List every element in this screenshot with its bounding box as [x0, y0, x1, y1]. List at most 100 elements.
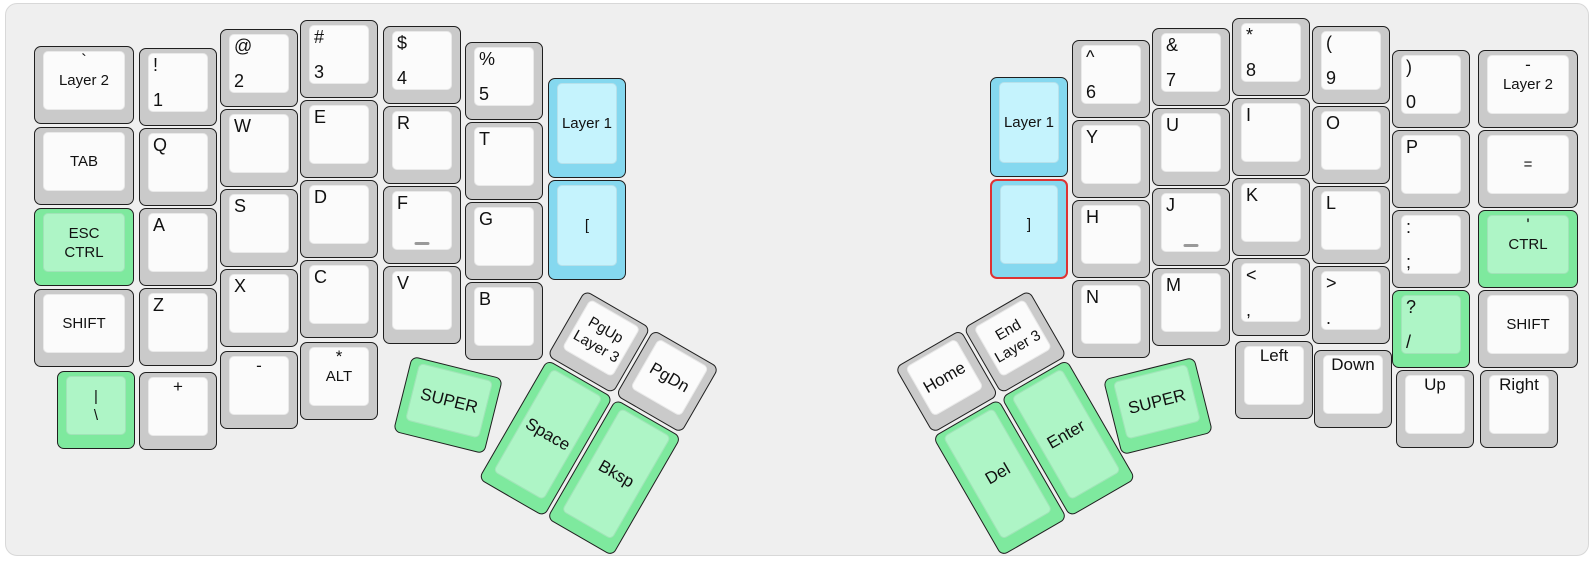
key-p[interactable]: P	[1392, 130, 1470, 208]
key-i[interactable]: I	[1232, 98, 1310, 176]
key-layer1-left[interactable]: Layer 1	[548, 78, 626, 178]
key-t[interactable]: T	[465, 122, 543, 200]
key-plus[interactable]: +	[139, 372, 217, 450]
key-label: =	[1523, 156, 1533, 173]
key-label: [	[584, 217, 590, 234]
keycap-top: -	[229, 356, 289, 415]
key-h[interactable]: H	[1072, 200, 1150, 278]
key-shift-right[interactable]: SHIFT	[1478, 290, 1578, 368]
key-label: O	[1326, 113, 1341, 133]
key-d[interactable]: D	[300, 180, 378, 258]
keycap-top: @2	[229, 34, 289, 93]
key-j[interactable]: J	[1152, 188, 1230, 266]
key-colon-semicolon[interactable]: :;	[1392, 210, 1470, 288]
key-label: `	[81, 51, 87, 70]
key-u[interactable]: U	[1152, 108, 1230, 186]
key-label: H	[1086, 207, 1099, 227]
keycap-top: #3	[309, 25, 369, 84]
key-label: 2	[234, 71, 245, 91]
key-gt-period[interactable]: >.	[1312, 266, 1390, 344]
key-y[interactable]: Y	[1072, 120, 1150, 198]
key-label: (	[1326, 33, 1332, 53]
keycap-top: V	[392, 271, 452, 330]
key-tab[interactable]: TAB	[34, 127, 134, 205]
key-lbracket[interactable]: [	[548, 180, 626, 280]
keycap-top: *ALT	[309, 347, 369, 406]
key-label: Layer 1	[561, 115, 613, 132]
key-o[interactable]: O	[1312, 106, 1390, 184]
key-equals[interactable]: =	[1478, 130, 1578, 208]
key-b[interactable]: B	[465, 282, 543, 360]
key-lt-comma[interactable]: <,	[1232, 258, 1310, 336]
key-arrow-right[interactable]: Right	[1480, 370, 1558, 448]
key-z[interactable]: Z	[139, 288, 217, 366]
keycap-top: SUPER	[1112, 363, 1201, 440]
key-label: -	[256, 356, 262, 375]
key-s[interactable]: S	[220, 189, 298, 267]
key-dollar-4[interactable]: $4	[383, 26, 461, 104]
key-label: N	[1086, 287, 1099, 307]
key-v[interactable]: V	[383, 266, 461, 344]
key-question-slash[interactable]: ?/	[1392, 290, 1470, 368]
key-r[interactable]: R	[383, 106, 461, 184]
keycap-top: K	[1241, 183, 1301, 242]
keycap-top: >.	[1321, 271, 1381, 330]
key-q[interactable]: Q	[139, 128, 217, 206]
key-at-2[interactable]: @2	[220, 29, 298, 107]
keycap-top: I	[1241, 103, 1301, 162]
key-arrow-left[interactable]: Left	[1235, 341, 1313, 419]
key-rbracket[interactable]: ]	[990, 179, 1068, 279]
key-label: 8	[1246, 60, 1257, 80]
key-pipe-backslash[interactable]: |\	[57, 371, 135, 449]
keycap-top: A	[148, 213, 208, 272]
key-exclam-1[interactable]: !1	[139, 48, 217, 126]
key-backtick-layer2[interactable]: `Layer 2	[34, 46, 134, 124]
keycap-top: %5	[474, 47, 534, 106]
key-star-alt[interactable]: *ALT	[300, 342, 378, 420]
key-label: >	[1326, 273, 1337, 293]
key-c[interactable]: C	[300, 260, 378, 338]
key-a[interactable]: A	[139, 208, 217, 286]
key-k[interactable]: K	[1232, 178, 1310, 256]
key-super-left[interactable]: SUPER	[392, 355, 504, 455]
key-label: +	[173, 377, 183, 396]
key-l[interactable]: L	[1312, 186, 1390, 264]
key-asterisk-8[interactable]: *8	[1232, 18, 1310, 96]
key-label: *	[335, 347, 343, 366]
key-hash-3[interactable]: #3	[300, 20, 378, 98]
key-rparen-0[interactable]: )0	[1392, 50, 1470, 128]
key-n[interactable]: N	[1072, 280, 1150, 358]
key-e[interactable]: E	[300, 100, 378, 178]
key-layer1-right[interactable]: Layer 1	[990, 77, 1068, 177]
keycap-top: ?/	[1401, 295, 1461, 354]
keycap-top: +	[148, 377, 208, 436]
key-minus-left[interactable]: -	[220, 351, 298, 429]
keycap-top: N	[1081, 285, 1141, 344]
keycap-top: E	[309, 105, 369, 164]
key-quote-ctrl[interactable]: 'CTRL	[1478, 210, 1578, 288]
key-m[interactable]: M	[1152, 268, 1230, 346]
key-label: 4	[397, 68, 408, 88]
key-g[interactable]: G	[465, 202, 543, 280]
key-label: S	[234, 196, 247, 216]
key-f[interactable]: F	[383, 186, 461, 264]
key-label: 9	[1326, 68, 1337, 88]
key-super-right[interactable]: SUPER	[1102, 356, 1214, 456]
key-shift-left[interactable]: SHIFT	[34, 289, 134, 367]
key-caret-6[interactable]: ^6	[1072, 40, 1150, 118]
key-lparen-9[interactable]: (9	[1312, 26, 1390, 104]
key-x[interactable]: X	[220, 269, 298, 347]
key-amp-7[interactable]: &7	[1152, 28, 1230, 106]
key-w[interactable]: W	[220, 109, 298, 187]
key-label: !	[153, 55, 159, 75]
key-label: Left	[1259, 346, 1289, 365]
key-label: ;	[1406, 252, 1412, 272]
key-minus-layer2[interactable]: -Layer 2	[1478, 50, 1578, 128]
key-arrow-up[interactable]: Up	[1396, 370, 1474, 448]
key-label: L	[1326, 193, 1337, 213]
key-arrow-down[interactable]: Down	[1314, 350, 1392, 428]
keycap-top: ]	[1000, 185, 1058, 264]
homing-bar	[414, 242, 430, 245]
key-percent-5[interactable]: %5	[465, 42, 543, 120]
